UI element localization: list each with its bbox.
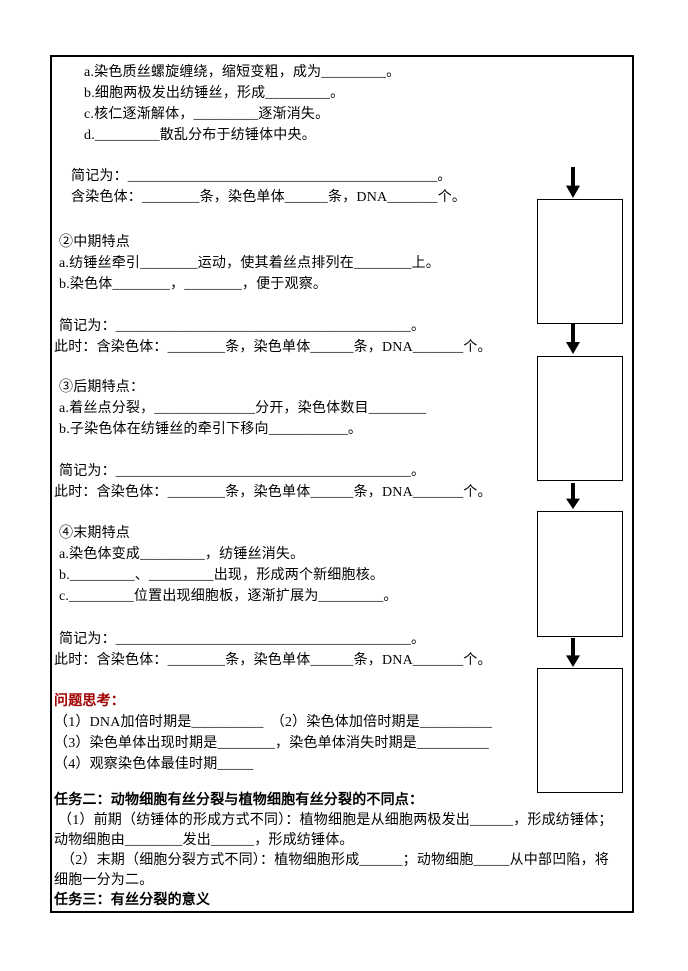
anaphase-counts-blank: 此时：含染色体：________条，染色单体______条，DNA_______… bbox=[54, 485, 492, 500]
telophase-item-b: b._________、_________出现，形成两个新细胞核。 bbox=[59, 568, 385, 583]
prophase-item-a: a.染色质丝螺旋缠绕，缩短变粗，成为_________。 bbox=[84, 65, 401, 80]
anaphase-item-a: a.着丝点分裂，______________分开，染色体数目________ bbox=[59, 401, 427, 416]
prophase-item-b: b.细胞两极发出纺锤丝，形成_________。 bbox=[84, 86, 345, 101]
question-3: （3）染色单体出现时期是________，染色单体消失时期是__________ bbox=[54, 736, 489, 751]
arrow-down-icon bbox=[564, 324, 582, 354]
arrow-down-icon bbox=[564, 638, 582, 667]
telophase-summary-blank: 简记为：____________________________________… bbox=[59, 632, 426, 647]
metaphase-counts-blank: 此时：含染色体：________条，染色单体______条，DNA_______… bbox=[54, 340, 492, 355]
arrow-down-icon bbox=[564, 483, 582, 509]
task2-heading: 任务二：动物细胞有丝分裂与植物细胞有丝分裂的不同点： bbox=[54, 793, 424, 808]
flow-box-anaphase[interactable] bbox=[537, 511, 623, 637]
anaphase-summary-blank: 简记为：____________________________________… bbox=[59, 464, 426, 479]
task2-line1: （1）前期（纺锤体的形成方式不同）：植物细胞是从细胞两极发出______，形成纺… bbox=[58, 813, 613, 828]
prophase-counts-blank: 含染色体：________条，染色单体______条，DNA_______个。 bbox=[71, 190, 467, 205]
prophase-item-d: d._________散乱分布于纺锤体中央。 bbox=[84, 128, 316, 143]
prophase-summary-blank: 简记为：____________________________________… bbox=[71, 169, 452, 184]
telophase-item-c: c._________位置出现细胞板，逐渐扩展为_________。 bbox=[59, 589, 398, 604]
metaphase-item-a: a.纺锤丝牵引________运动，使其着丝点排列在________上。 bbox=[59, 256, 440, 271]
flow-box-telophase[interactable] bbox=[537, 668, 623, 793]
telophase-item-a: a.染色体变成_________，纺锤丝消失。 bbox=[59, 547, 305, 562]
metaphase-title: ②中期特点 bbox=[59, 235, 130, 250]
telophase-title: ④末期特点 bbox=[59, 526, 130, 541]
task2-line3: （2）末期（细胞分裂方式不同）：植物细胞形成______；动物细胞_____从中… bbox=[61, 853, 609, 868]
metaphase-summary-blank: 简记为：____________________________________… bbox=[59, 319, 426, 334]
task2-line2: 动物细胞由________发出______，形成纺锤体。 bbox=[54, 833, 354, 848]
anaphase-title: ③后期特点： bbox=[59, 380, 145, 395]
flow-box-prophase[interactable] bbox=[537, 199, 623, 324]
task2-line4: 细胞一分为二。 bbox=[54, 873, 154, 888]
anaphase-item-b: b.子染色体在纺锤丝的牵引下移向___________。 bbox=[59, 422, 363, 437]
flow-box-metaphase[interactable] bbox=[537, 356, 623, 481]
prophase-item-c: c.核仁逐渐解体，_________逐渐消失。 bbox=[84, 107, 330, 122]
metaphase-item-b: b.染色体________，________，便于观察。 bbox=[59, 277, 328, 292]
telophase-counts-blank: 此时：含染色体：________条，染色单体______条，DNA_______… bbox=[54, 653, 492, 668]
worksheet-border-cell: a.染色质丝螺旋缠绕，缩短变粗，成为_________。 b.细胞两极发出纺锤丝… bbox=[50, 55, 634, 913]
spacer bbox=[52, 146, 632, 166]
question-4: （4）观察染色体最佳时期_____ bbox=[54, 757, 254, 772]
arrow-down-icon bbox=[564, 167, 582, 198]
task3-heading: 任务三：有丝分裂的意义 bbox=[54, 893, 211, 908]
text-column: a.染色质丝螺旋缠绕，缩短变粗，成为_________。 b.细胞两极发出纺锤丝… bbox=[52, 57, 632, 911]
question-1-2: （1）DNA加倍时期是__________ （2）染色体加倍时期是_______… bbox=[54, 715, 492, 730]
questions-heading: 问题思考： bbox=[54, 694, 125, 709]
